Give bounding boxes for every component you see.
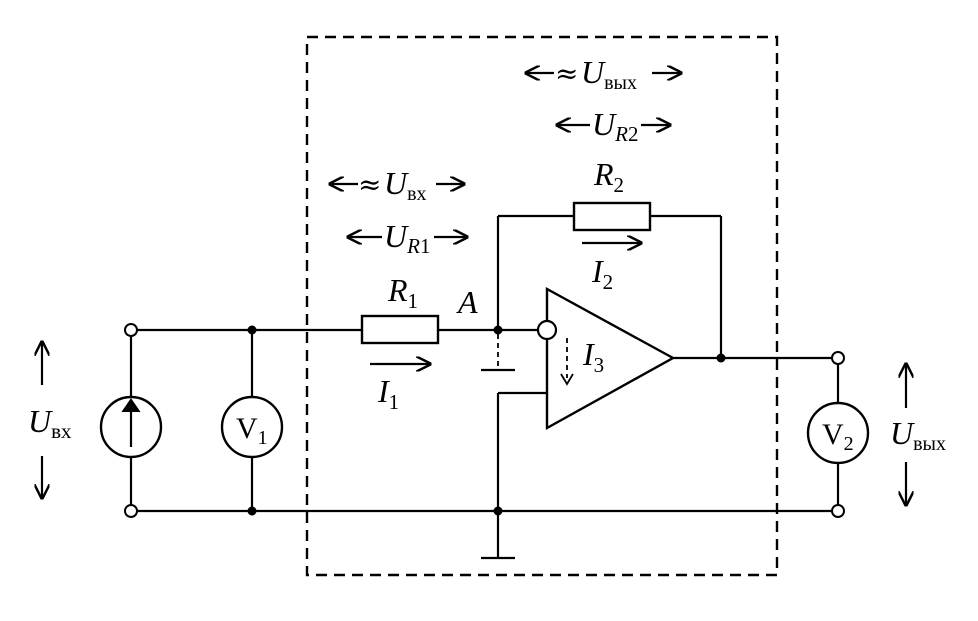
svg-text:Uвых: Uвых bbox=[890, 415, 946, 455]
inverting-input-circle bbox=[536, 319, 558, 341]
output-junction-dot bbox=[716, 353, 726, 363]
i3-label: I3 bbox=[582, 336, 604, 377]
svg-text:≈: ≈ bbox=[555, 57, 578, 90]
resistor-r1 bbox=[360, 314, 440, 345]
junction-dot bbox=[493, 506, 503, 516]
r2-label: R2 bbox=[593, 156, 624, 197]
svg-text:UR2: UR2 bbox=[592, 106, 638, 146]
svg-text:Uвх: Uвх bbox=[384, 165, 427, 205]
voltmeter-v1: V1 bbox=[220, 330, 284, 511]
i3-arrowhead bbox=[560, 373, 574, 386]
ur2-label: UR2 bbox=[557, 106, 670, 146]
feedback-wire bbox=[496, 214, 723, 358]
svg-text:Uвых: Uвых bbox=[581, 54, 637, 94]
ur1-label: UR1 bbox=[348, 218, 467, 258]
svg-text:UR1: UR1 bbox=[384, 218, 430, 258]
junction-dot bbox=[247, 506, 257, 516]
output-voltage-label: Uвых bbox=[890, 364, 946, 505]
svg-text:Uвх: Uвх bbox=[28, 403, 72, 443]
op-amp bbox=[545, 286, 676, 431]
resistor-r2 bbox=[572, 201, 652, 232]
svg-text:V1: V1 bbox=[236, 412, 268, 449]
svg-text:V2: V2 bbox=[822, 418, 854, 455]
output-terminal-bottom bbox=[831, 504, 845, 518]
input-terminal-bottom bbox=[124, 504, 138, 518]
output-terminal-top bbox=[831, 351, 845, 365]
i1-label: I1 bbox=[377, 373, 399, 414]
approx-uout-label: ≈ Uвых bbox=[526, 54, 681, 94]
junction-dot bbox=[247, 325, 257, 335]
node-a-label: A bbox=[456, 284, 478, 320]
input-terminal-top bbox=[124, 323, 138, 337]
r1-label: R1 bbox=[387, 272, 418, 313]
dashed-boundary bbox=[305, 35, 779, 577]
input-voltage-label: Uвх bbox=[28, 342, 72, 498]
input-source bbox=[99, 336, 163, 505]
svg-text:≈: ≈ bbox=[358, 168, 381, 201]
voltmeter-v2: V2 bbox=[806, 364, 870, 505]
i2-label: I2 bbox=[591, 253, 613, 294]
approx-uin-label: ≈ Uвх bbox=[330, 165, 464, 205]
